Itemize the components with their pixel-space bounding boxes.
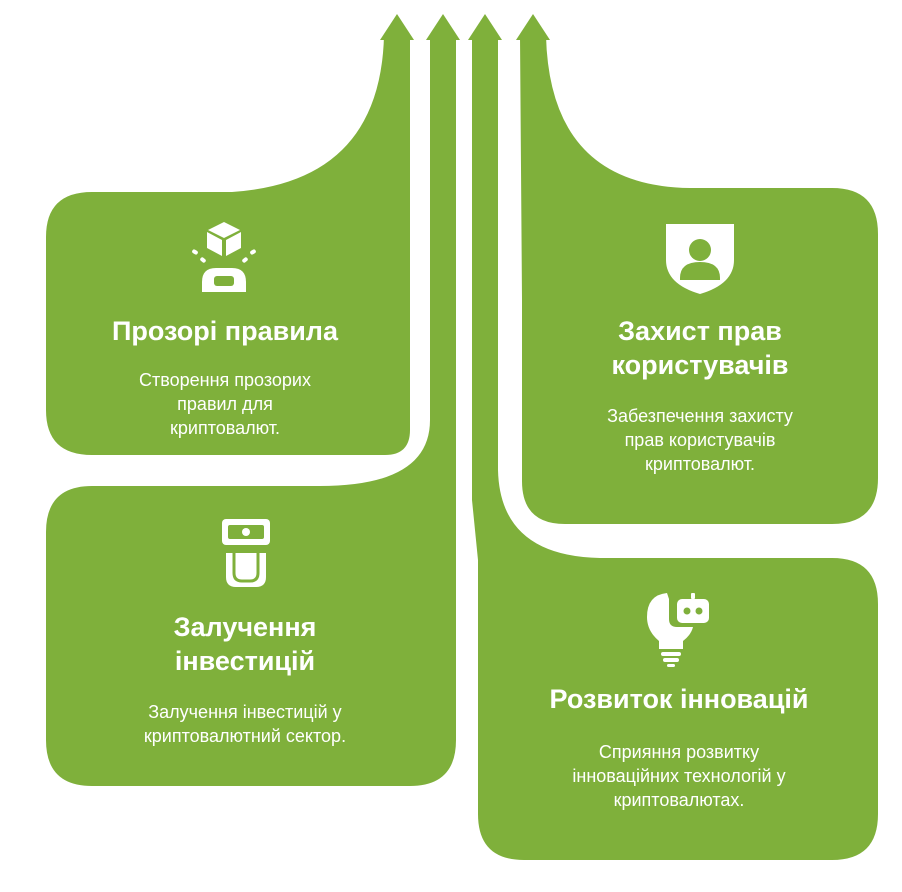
card-transparent-rules: Прозорі правила Створення прозорих прави…	[60, 314, 390, 440]
card-transparent-rules-description: Створення прозорих правил для криптовалю…	[139, 370, 311, 438]
shield-user-icon	[666, 224, 734, 294]
card-innovation-shape	[472, 36, 878, 860]
arrow-head-3	[468, 14, 502, 40]
card-innovation-title: Розвиток інновацій	[549, 684, 809, 714]
card-investments: Залучення інвестицій Залучення інвестиці…	[80, 610, 410, 748]
card-innovation-description: Сприяння розвитку інноваційних технологі…	[572, 742, 786, 810]
arrow-head-1	[380, 14, 414, 40]
card-transparent-rules-title: Прозорі правила	[112, 316, 338, 346]
card-user-rights-description: Забезпечення захисту прав користувачів к…	[607, 406, 793, 474]
lightbulb-robot-icon	[647, 593, 709, 667]
card-user-rights: Захист прав користувачів Забезпечення за…	[540, 314, 860, 476]
card-user-rights-title: Захист прав користувачів	[611, 316, 789, 380]
arrow-head-4	[516, 14, 550, 40]
card-investments-description: Залучення інвестицій у криптовалютний се…	[143, 702, 347, 746]
cube-signal-icon	[192, 222, 256, 292]
card-investments-shape	[46, 36, 456, 786]
atm-card-icon	[222, 519, 270, 587]
arrow-head-2	[426, 14, 460, 40]
card-innovation: Розвиток інновацій Сприяння розвитку інн…	[514, 682, 844, 812]
card-investments-title: Залучення інвестицій	[173, 612, 317, 676]
